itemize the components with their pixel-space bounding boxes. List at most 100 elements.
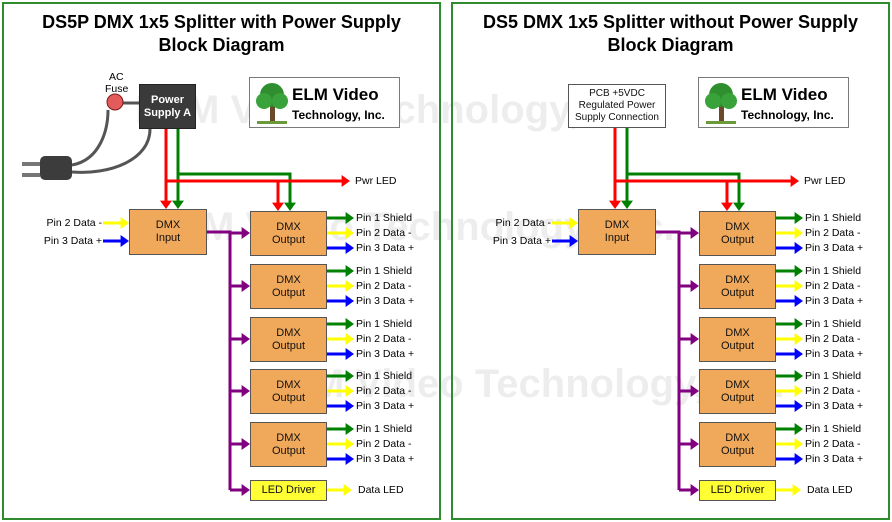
pin3-arrow-head	[345, 348, 354, 360]
elm-logo-right: ELM Video Technology, Inc.	[698, 77, 849, 128]
left-pin2-data-minus-label: Pin 2 Data -	[356, 280, 412, 292]
power-supply-line2: Supply A	[143, 106, 192, 119]
dmx-label: DMX	[276, 220, 301, 233]
ground-arrow	[733, 202, 745, 211]
right-pin1-shield-label: Pin 1 Shield	[805, 265, 862, 277]
dmx-label: DMX	[725, 273, 750, 286]
right-pin1-shield-label: Pin 1 Shield	[805, 423, 862, 435]
pin2-arrow-head	[345, 280, 354, 292]
left-pin3-input-label: Pin 3 Data +	[43, 235, 102, 247]
data-plus-in-head	[569, 235, 578, 247]
left-pin2-data-minus-label: Pin 2 Data -	[356, 438, 412, 450]
bus-branch-head	[241, 280, 250, 292]
pin2-arrow-head	[345, 227, 354, 239]
ground-arrow	[172, 200, 184, 209]
data-led-arrow-head	[343, 484, 352, 496]
bus-branch-head	[241, 385, 250, 397]
ac-cord	[71, 109, 110, 167]
output-label: Output	[720, 391, 755, 404]
right-pin2-data-minus-label: Pin 2 Data -	[805, 438, 861, 450]
pin1-arrow-head	[794, 318, 803, 330]
pcb-line3: Supply Connection	[575, 112, 659, 123]
tree-icon	[256, 83, 288, 124]
bus-branch-head	[690, 333, 699, 345]
right-title-line1: DS5 DMX 1x5 Splitter without Power Suppl…	[482, 12, 859, 32]
left-pin1-shield-label: Pin 1 Shield	[356, 370, 413, 382]
input-label: Input	[604, 232, 630, 244]
right-dmx-input-box: DMX Input	[578, 209, 656, 255]
right-title-line2: Block Diagram	[607, 35, 734, 55]
power-supply-line1: Power	[150, 93, 184, 106]
pin2-arrow-head	[794, 385, 803, 397]
left-pin3-data-plus-label: Pin 3 Data +	[356, 295, 415, 307]
left-pin3-data-plus-label: Pin 3 Data +	[356, 453, 415, 465]
bus-branch-head	[241, 333, 250, 345]
right-pin3-data-plus-label: Pin 3 Data +	[805, 242, 864, 254]
dmx-label: DMX	[725, 378, 750, 391]
bus-branch-head	[690, 438, 699, 450]
ground-wire	[176, 129, 292, 205]
bus-branch-head	[690, 227, 699, 239]
right-panel	[451, 2, 890, 520]
left-dmx-input-box: DMX Input	[129, 209, 207, 255]
pin1-arrow-head	[345, 212, 354, 224]
right-pin3-data-plus-label: Pin 3 Data +	[805, 348, 864, 360]
pin1-arrow-head	[345, 370, 354, 382]
dmx-label: DMX	[604, 219, 630, 231]
dmx-label: DMX	[155, 219, 181, 231]
pin2-arrow-head	[345, 385, 354, 397]
pin3-arrow-head	[345, 453, 354, 465]
output-label: Output	[271, 391, 306, 404]
pcb-line2: Regulated Power	[578, 100, 656, 111]
bus-branch-head	[241, 227, 250, 239]
pin1-arrow-head	[794, 370, 803, 382]
left-pin2-data-minus-label: Pin 2 Data -	[356, 227, 412, 239]
output-label: Output	[271, 286, 306, 299]
dmx-label: DMX	[276, 378, 301, 391]
left-pin1-shield-label: Pin 1 Shield	[356, 212, 413, 224]
logo-sub: Technology, Inc.	[741, 108, 834, 122]
output-label: Output	[720, 233, 755, 246]
logo-name: ELM Video	[741, 85, 828, 104]
fuse-icon	[106, 93, 124, 111]
left-pin2-data-minus-label: Pin 2 Data -	[356, 333, 412, 345]
pin3-arrow-head	[794, 348, 803, 360]
dmx-label: DMX	[276, 326, 301, 339]
left-title-line2: Block Diagram	[158, 35, 285, 55]
output-label: Output	[720, 286, 755, 299]
data-led-arrow-head	[792, 484, 801, 496]
dmx-label: DMX	[725, 220, 750, 233]
right-led-driver-box: LED Driver	[699, 480, 776, 501]
pin2-arrow-head	[794, 333, 803, 345]
pin3-arrow-head	[794, 453, 803, 465]
left-pin1-shield-label: Pin 1 Shield	[356, 318, 413, 330]
output-label: Output	[271, 233, 306, 246]
right-pin3-input-label: Pin 3 Data +	[492, 235, 551, 247]
pin2-arrow-head	[794, 280, 803, 292]
ground-arrow	[621, 200, 633, 209]
power-arrow	[609, 200, 621, 209]
bus-branch-head	[241, 484, 250, 496]
tree-icon	[705, 83, 737, 124]
right-pin2-data-minus-label: Pin 2 Data -	[805, 280, 861, 292]
pwr-led-arrow	[790, 175, 799, 187]
left-data-led-label: Data LED	[358, 484, 404, 496]
left-pwr-led-label: Pwr LED	[355, 175, 397, 187]
dmx-label: DMX	[276, 431, 301, 444]
pin2-arrow-head	[345, 438, 354, 450]
output-label: Output	[271, 444, 306, 457]
left-pin1-shield-label: Pin 1 Shield	[356, 265, 413, 277]
output-label: Output	[720, 339, 755, 352]
pin2-arrow-head	[794, 227, 803, 239]
right-pin3-data-plus-label: Pin 3 Data +	[805, 295, 864, 307]
left-pin2-input-label: Pin 2 Data -	[46, 217, 102, 229]
